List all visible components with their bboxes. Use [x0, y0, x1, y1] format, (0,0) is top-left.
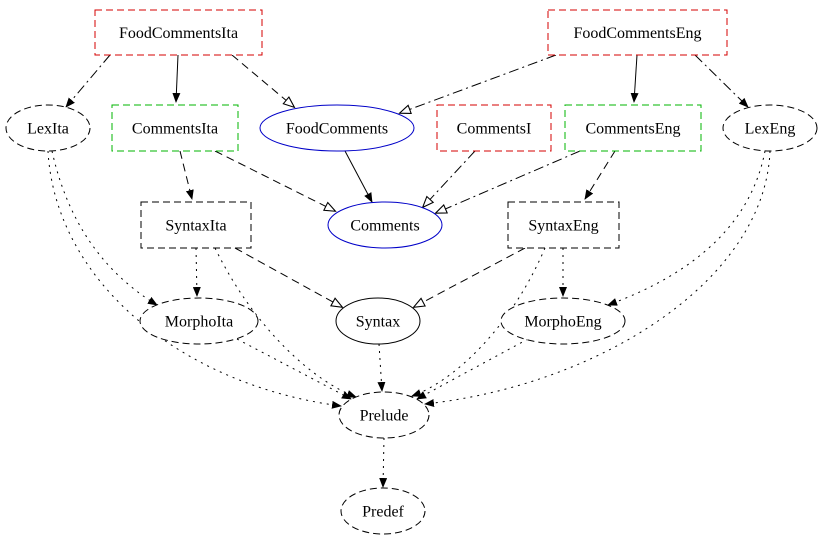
node-commentsi: CommentsI: [436, 104, 552, 152]
node-prelude-ellipse: [338, 391, 430, 439]
node-commentsita: CommentsIta: [111, 104, 239, 152]
node-syntaxeng-label: SyntaxEng: [528, 218, 598, 235]
node-syntax-ellipse: [335, 297, 421, 345]
node-morphoita-ellipse: [139, 297, 259, 345]
edge-prelude-to-predef: [379, 437, 388, 488]
node-foodcomments-label: FoodComments: [286, 121, 388, 138]
edge-foodcommentseng-to-commentseng: [630, 54, 639, 103]
edge-layer: [47, 54, 771, 488]
node-syntax-label: Syntax: [356, 314, 400, 331]
node-lexita: LexIta: [5, 104, 91, 152]
node-lexeng-ellipse: [722, 104, 818, 152]
node-predef: Predef: [340, 487, 426, 535]
node-syntaxeng: SyntaxEng: [507, 201, 620, 249]
node-foodcommentsita: FoodCommentsIta: [94, 9, 263, 56]
node-prelude: Prelude: [338, 391, 430, 439]
edge-lexeng-to-morphoeng: [607, 150, 766, 306]
edge-foodcommentsita-to-foodcomments: [231, 54, 294, 107]
node-foodcomments: FoodComments: [259, 104, 415, 152]
edge-commentsita-to-syntaxita: [179, 150, 194, 200]
node-foodcommentseng-label: FoodCommentsEng: [573, 25, 701, 42]
node-comments-label: Comments: [350, 218, 419, 235]
edge-commentsita-to-comments: [214, 150, 335, 211]
node-lexeng: LexEng: [722, 104, 818, 152]
node-foodcommentsita-label: FoodCommentsIta: [119, 25, 238, 42]
node-morphoita: MorphoIta: [139, 297, 259, 345]
node-syntax: Syntax: [335, 297, 421, 345]
node-commentsita-label: CommentsIta: [132, 121, 218, 138]
node-commentsita-rect: [111, 104, 239, 152]
node-commentseng-rect: [564, 104, 702, 152]
node-morphoeng-label: MorphoEng: [524, 314, 601, 331]
node-syntaxita: SyntaxIta: [140, 201, 252, 249]
node-morphoeng: MorphoEng: [500, 297, 626, 345]
edge-lexita-to-morphoita: [51, 150, 158, 306]
edge-lexeng-to-prelude: [424, 150, 771, 408]
edge-commentseng-to-comments: [436, 150, 581, 213]
node-lexita-label: LexIta: [27, 121, 69, 138]
node-lexeng-label: LexEng: [745, 121, 796, 138]
node-foodcommentseng-rect: [547, 9, 728, 56]
node-commentsi-label: CommentsI: [457, 121, 532, 138]
edge-foodcommentseng-to-lexeng: [694, 54, 749, 108]
node-prelude-label: Prelude: [360, 408, 409, 425]
edge-morphoita-to-prelude: [236, 338, 352, 400]
edge-syntax-to-prelude: [377, 343, 386, 392]
edge-morphoeng-to-prelude: [416, 338, 529, 400]
node-commentseng-label: CommentsEng: [585, 121, 680, 138]
node-foodcommentsita-rect: [94, 9, 263, 56]
node-morphoeng-ellipse: [500, 297, 626, 345]
node-syntaxita-label: SyntaxIta: [165, 218, 226, 235]
edge-syntaxita-to-syntax: [234, 247, 342, 307]
edge-foodcommentsita-to-lexita: [65, 54, 111, 108]
node-syntaxita-rect: [140, 201, 252, 249]
node-predef-ellipse: [340, 487, 426, 535]
edge-commentseng-to-syntaxeng: [584, 150, 616, 200]
node-predef-label: Predef: [362, 504, 404, 521]
node-morphoita-label: MorphoIta: [165, 314, 233, 331]
edge-syntaxeng-to-syntax: [414, 247, 526, 307]
edge-foodcommentseng-to-foodcomments: [400, 54, 557, 113]
node-foodcomments-ellipse: [259, 104, 415, 152]
node-comments-ellipse: [327, 201, 443, 249]
edge-syntaxeng-to-prelude: [411, 247, 546, 397]
node-commentsi-rect: [436, 104, 552, 152]
node-lexita-ellipse: [5, 104, 91, 152]
node-commentseng: CommentsEng: [564, 104, 702, 152]
node-comments: Comments: [327, 201, 443, 249]
node-foodcommentseng: FoodCommentsEng: [547, 9, 728, 56]
edge-foodcommentsita-to-commentsita: [172, 54, 181, 103]
node-syntaxeng-rect: [507, 201, 620, 249]
edge-lexita-to-prelude: [47, 150, 342, 409]
edge-syntaxita-to-morphoita: [192, 247, 201, 297]
edge-commentsi-to-comments: [423, 150, 476, 207]
edge-foodcomments-to-comments: [344, 150, 373, 203]
